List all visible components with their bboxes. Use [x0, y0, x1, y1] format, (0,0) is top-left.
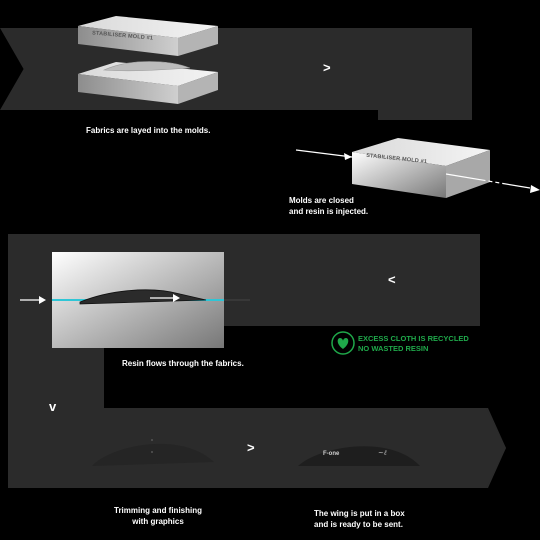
step2-caption: Molds are closed and resin is injected. — [289, 195, 368, 217]
boxed-wing — [298, 446, 420, 466]
step4-caption: Trimming and finishing with graphics — [114, 505, 202, 527]
mold-top-upper-face — [78, 16, 218, 38]
resin-flow-inlet-arrowhead — [39, 296, 46, 304]
step3-caption: Resin flows through the fabrics. — [122, 358, 244, 369]
brand-logo: F-one — [323, 451, 340, 457]
caption-line: Resin flows through the fabrics. — [122, 359, 244, 368]
recycle-badge-text: EXCESS CLOTH IS RECYCLED NO WASTED RESIN — [358, 334, 469, 354]
mold-bottom-side-face — [178, 72, 218, 104]
mold-bottom-front-face — [78, 74, 178, 104]
recycle-heart-icon — [337, 338, 349, 349]
band-row-4 — [8, 408, 506, 488]
mold-top-side-face — [178, 26, 218, 56]
arrow-down-icon: v — [49, 399, 57, 414]
closed-mold-upper-face — [352, 138, 490, 166]
caption-line: and is ready to be sent. — [314, 520, 403, 529]
signature-mark: ~ℓ — [378, 449, 387, 457]
caption-line: and resin is injected. — [289, 207, 369, 216]
caption-line: Molds are closed — [289, 196, 354, 205]
band-row-1-mask — [0, 110, 378, 234]
arrow-right-icon: > — [323, 60, 331, 75]
caption-line: The wing is put in a box — [314, 509, 405, 518]
caption-line: with graphics — [132, 517, 184, 526]
resin-inlet-arrowhead — [344, 153, 352, 160]
band-connector-1 — [378, 100, 472, 120]
caption-line: Fabrics are layed into the molds. — [86, 126, 211, 135]
resin-inlet-line — [295, 149, 353, 158]
caption-line: Trimming and finishing — [114, 506, 202, 515]
arrow-right-icon: > — [247, 440, 255, 455]
step1-caption: Fabrics are layed into the molds. — [86, 125, 210, 136]
resin-outlet-line — [445, 173, 531, 189]
wing-dot — [151, 451, 153, 453]
resin-outlet-arrowhead — [530, 185, 540, 193]
closed-mold-side-face — [446, 150, 490, 198]
closed-mold-front-face — [352, 152, 446, 198]
trimmed-wing — [92, 443, 214, 466]
wing-dot — [151, 439, 153, 441]
recycle-line: NO WASTED RESIN — [358, 344, 429, 353]
resin-flow-arrowhead — [173, 294, 180, 302]
recycle-line: EXCESS CLOTH IS RECYCLED — [358, 334, 469, 343]
step5-caption: The wing is put in a box and is ready to… — [314, 508, 405, 530]
fabric-layers — [102, 61, 191, 72]
mold-top-front-face — [78, 26, 178, 56]
recycle-icon — [331, 331, 355, 355]
arrow-left-icon: < — [388, 272, 396, 287]
